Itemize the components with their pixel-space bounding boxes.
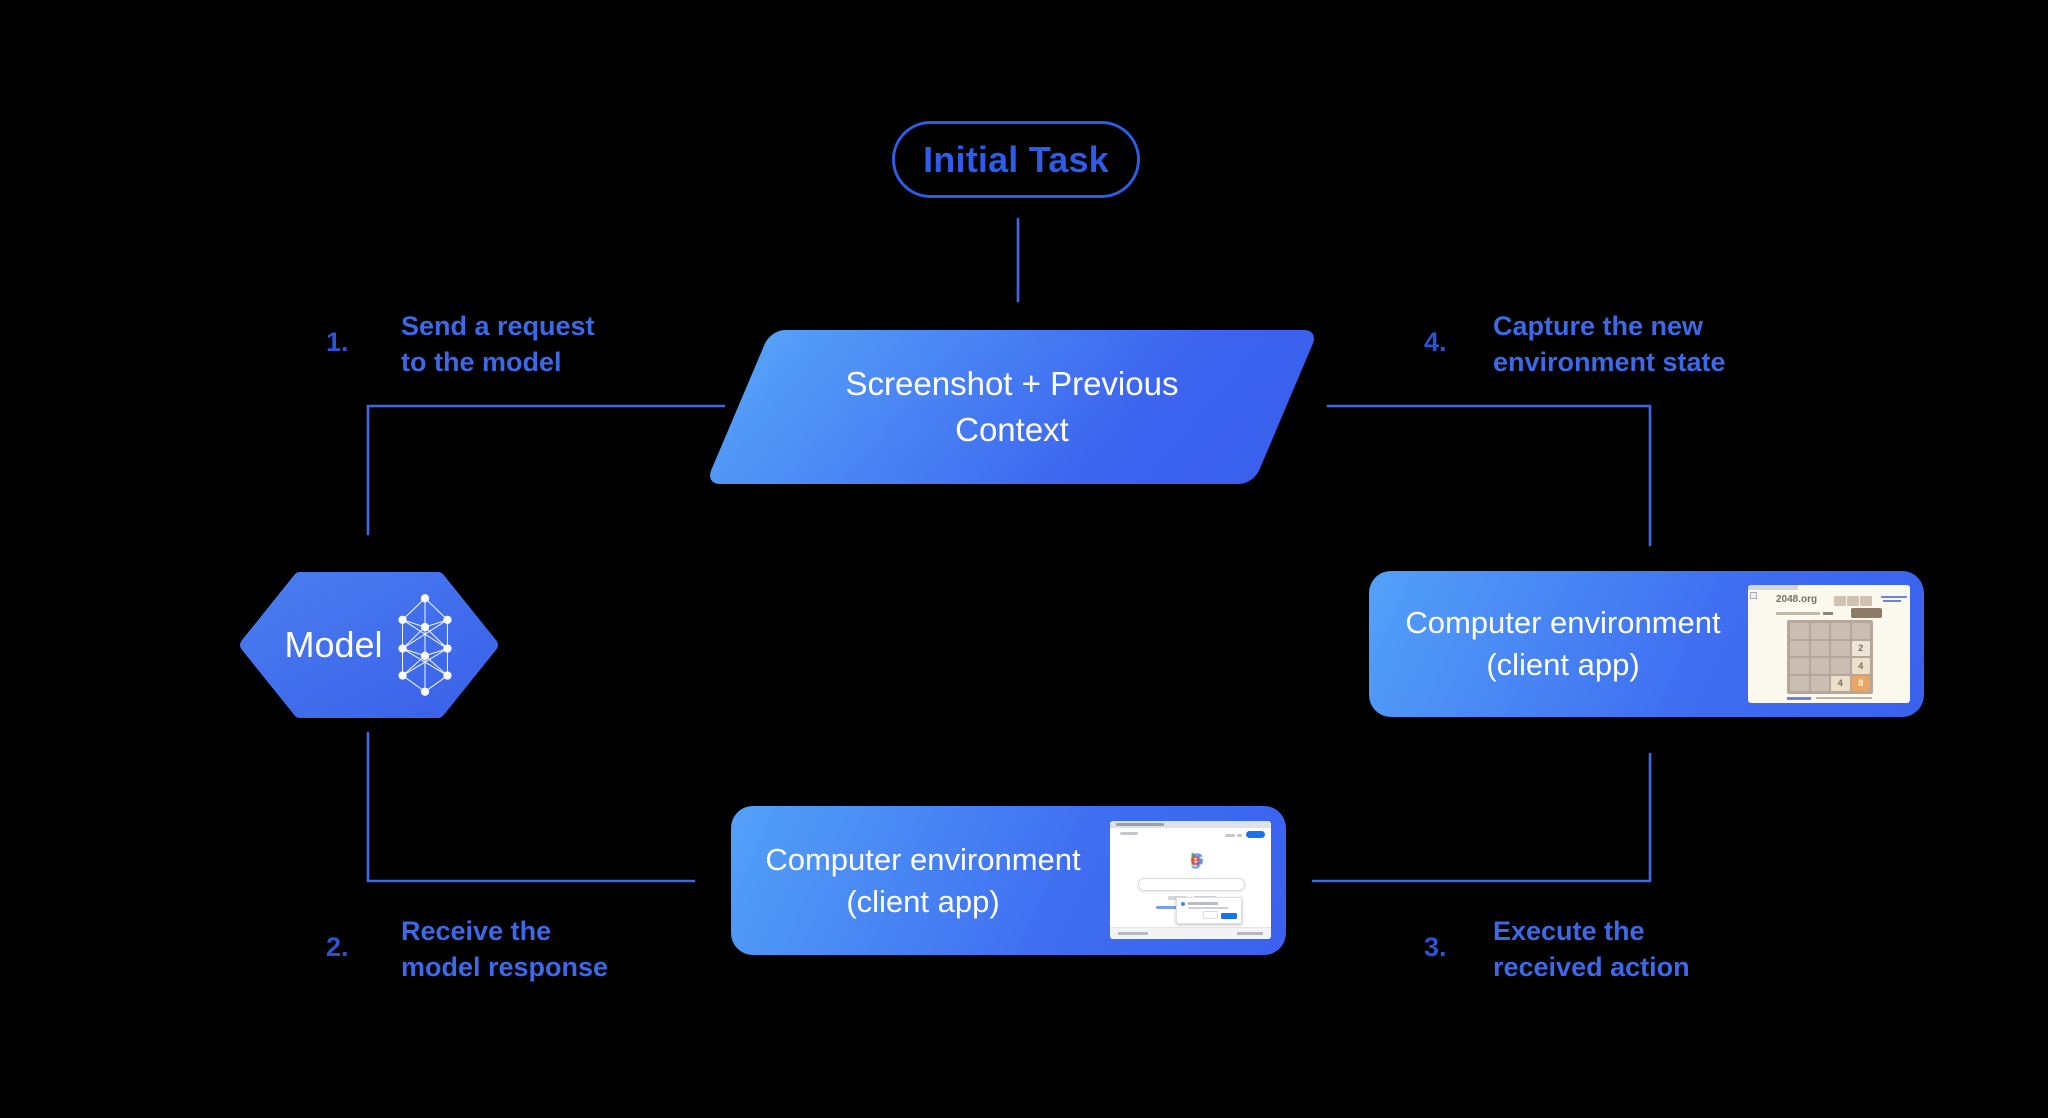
- sign-in-button: [1246, 831, 1265, 838]
- computer-environment-label-bottom: Computer environment (client app): [765, 841, 1081, 919]
- game-grid-2048: 2 4 4 8: [1787, 620, 1873, 694]
- model-node-content: Model: [238, 570, 500, 720]
- google-footer: [1110, 927, 1271, 939]
- browser-tab: [1116, 823, 1164, 826]
- score-box: [1860, 596, 1872, 606]
- score-box: [1834, 596, 1846, 606]
- score-box: [1847, 596, 1859, 606]
- model-label: Model: [284, 624, 383, 665]
- new-game-button: [1851, 608, 1882, 618]
- step-3-number: 3.: [1424, 932, 1447, 962]
- step-4-label: Capture the new environment state: [1493, 311, 1726, 378]
- arrow-model-to-env: [366, 731, 696, 881]
- initial-task-label: Initial Task: [923, 138, 1109, 180]
- tile-4: 4: [1831, 675, 1850, 691]
- site-title-2048: 2048.org: [1776, 594, 1818, 605]
- arrow-env-to-context: [1326, 406, 1652, 547]
- initial-task-node: Initial Task: [892, 121, 1140, 198]
- computer-environment-label-right: Computer environment (client app): [1405, 605, 1721, 682]
- sign-in-dialog: [1176, 897, 1242, 924]
- arrow-env-to-env: [1311, 752, 1650, 883]
- step-1-number: 1.: [326, 327, 349, 357]
- tile-2: 2: [1851, 640, 1870, 656]
- step-2-number: 2.: [326, 932, 349, 962]
- step-2-label: Receive the model response: [401, 916, 609, 983]
- search-bar: [1138, 878, 1245, 891]
- screenshot-context-label: Screenshot + Previous Context: [845, 365, 1179, 448]
- neural-network-icon: [397, 594, 452, 696]
- tile-4: 4: [1851, 658, 1870, 674]
- step-1-label: Send a request to the model: [401, 311, 595, 378]
- model-node: [240, 572, 498, 718]
- step-3-label: Execute the received action: [1493, 916, 1690, 983]
- browser-tab-bar: [1748, 585, 1798, 590]
- arrow-context-to-model: [368, 404, 726, 536]
- game-2048-screenshot: 2048.org 2 4 4 8: [1748, 585, 1910, 703]
- browser-tab-bar: [1110, 821, 1271, 828]
- tile-8: 8: [1851, 675, 1870, 691]
- step-4-number: 4.: [1424, 327, 1447, 357]
